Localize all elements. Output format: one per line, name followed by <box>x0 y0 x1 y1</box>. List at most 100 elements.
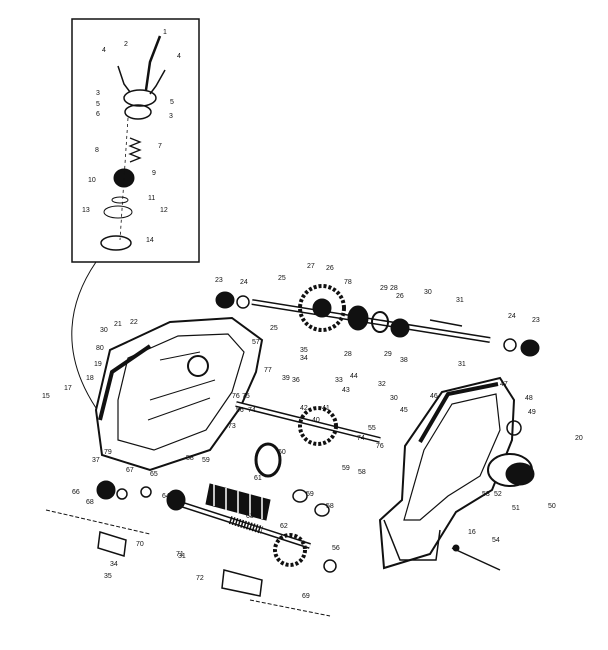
callout-30: 30 <box>424 289 432 296</box>
left-case-ribs <box>147 351 216 421</box>
gear-66 <box>96 480 116 500</box>
callout-23: 23 <box>215 277 223 284</box>
cluster-gear-61-teeth <box>213 484 263 519</box>
callout-3: 3 <box>96 90 100 97</box>
callout-10: 10 <box>88 177 96 184</box>
right-case-rim <box>418 382 499 444</box>
callout-28: 28 <box>344 351 352 358</box>
callout-5: 5 <box>96 101 100 108</box>
gear-78 <box>347 305 369 331</box>
collar-28 <box>390 318 410 338</box>
callout-76: 76 <box>232 393 240 400</box>
callout-19: 19 <box>94 361 102 368</box>
callout-7: 7 <box>158 143 162 150</box>
inset-leader-line <box>71 261 97 409</box>
left-case-boss <box>187 355 209 377</box>
inset-spring <box>128 137 142 163</box>
shaft-40-core <box>235 402 381 442</box>
callout-64: 64 <box>162 493 170 500</box>
callout-58: 58 <box>186 455 194 462</box>
callout-49: 49 <box>528 409 536 416</box>
callout-53: 53 <box>482 491 490 498</box>
callout-72: 72 <box>196 575 204 582</box>
bearing-23-left <box>215 291 235 309</box>
callout-59-lower: 59 <box>306 491 314 498</box>
bolt-54 <box>451 547 501 571</box>
callout-69: 69 <box>302 593 310 600</box>
callout-41: 41 <box>322 405 330 412</box>
inset-detail <box>71 18 200 263</box>
callout-58-mid: 58 <box>358 469 366 476</box>
right-case-hub-face <box>505 462 535 486</box>
callout-6: 6 <box>96 111 100 118</box>
right-case-inner <box>403 393 501 521</box>
callout-54: 54 <box>492 537 500 544</box>
inset-fork-right <box>149 69 166 95</box>
callout-31-lower: 31 <box>458 361 466 368</box>
callout-37: 37 <box>92 457 100 464</box>
gear-62 <box>273 533 307 567</box>
callout-31-bottom: 31 <box>178 553 186 560</box>
inset-centerline <box>119 117 129 241</box>
gear-41 <box>298 406 338 446</box>
spacer-58 <box>314 503 330 517</box>
shift-fork-72 <box>221 569 263 597</box>
inset-collar-upper <box>123 89 157 107</box>
pin-31 <box>429 319 463 327</box>
callout-2: 2 <box>124 41 128 48</box>
callout-76-right: 76 <box>376 443 384 450</box>
sprocket-27 <box>298 284 346 332</box>
callout-66: 66 <box>72 489 80 496</box>
callout-77: 77 <box>264 367 272 374</box>
callout-34: 34 <box>300 355 308 362</box>
callout-21: 21 <box>114 321 122 328</box>
callout-25-lower: 25 <box>270 325 278 332</box>
inset-washer-11 <box>111 196 129 204</box>
callout-1: 1 <box>163 29 167 36</box>
right-case-outline <box>378 376 516 570</box>
callout-30-left: 30 <box>100 327 108 334</box>
callout-47: 47 <box>500 381 508 388</box>
inset-border <box>71 18 200 263</box>
inset-fork-left <box>117 65 131 93</box>
callout-12: 12 <box>160 207 168 214</box>
left-case-outline <box>94 316 264 472</box>
spacer-59 <box>292 489 308 503</box>
left-case-rim <box>98 344 152 421</box>
callout-62: 62 <box>280 523 288 530</box>
callout-20: 20 <box>575 435 583 442</box>
callout-14: 14 <box>146 237 154 244</box>
callout-40: 40 <box>312 417 320 424</box>
callout-16: 16 <box>468 529 476 536</box>
top-shaft-core <box>251 300 491 342</box>
callout-28-right: 28 <box>390 285 398 292</box>
callout-55: 55 <box>368 425 376 432</box>
callout-59-mid: 59 <box>342 465 350 472</box>
callout-29: 29 <box>380 285 388 292</box>
callout-75: 75 <box>242 393 250 400</box>
lower-shaft-assembly <box>45 480 501 617</box>
spacer-56 <box>323 559 337 573</box>
callout-74: 74 <box>248 407 256 414</box>
callout-9: 9 <box>152 170 156 177</box>
callout-71: 71 <box>176 551 184 558</box>
callout-67: 67 <box>126 467 134 474</box>
washer-24-left <box>236 295 250 309</box>
callout-46: 46 <box>430 393 438 400</box>
callout-27: 27 <box>307 263 315 270</box>
callout-44: 44 <box>350 373 358 380</box>
shift-fork-70 <box>97 531 127 557</box>
callout-3-right: 3 <box>169 113 173 120</box>
callout-52: 52 <box>494 491 502 498</box>
callout-31: 31 <box>456 297 464 304</box>
callout-labels: 1 2 3 3 4 4 5 5 6 7 8 9 10 11 12 13 14 1… <box>42 29 583 600</box>
callout-38: 38 <box>400 357 408 364</box>
inset-collar-mid <box>124 104 152 120</box>
callout-57: 57 <box>252 339 260 346</box>
washer-65 <box>140 486 152 498</box>
callout-61: 61 <box>254 475 262 482</box>
gear-29 <box>371 311 389 333</box>
callout-25: 25 <box>278 275 286 282</box>
middle-shaft-assembly <box>205 401 381 573</box>
